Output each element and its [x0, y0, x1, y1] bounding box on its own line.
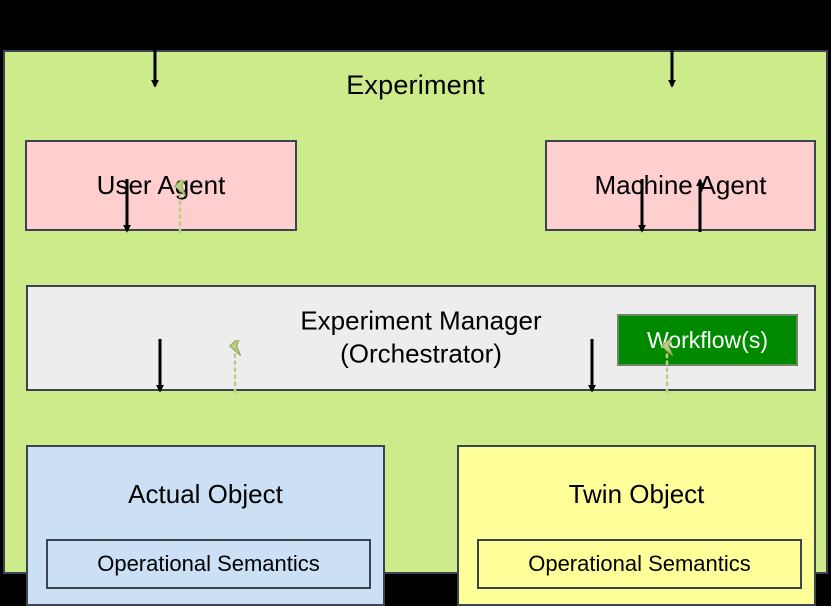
actual-object-operational-semantics-label: Operational Semantics	[97, 551, 320, 576]
actual-object-label: Actual Object	[128, 479, 283, 509]
machine-agent-label: Machine Agent	[594, 170, 767, 200]
actual-object-node[interactable]: Actual Object Operational Semantics	[26, 445, 385, 606]
twin-object-label: Twin Object	[568, 479, 705, 509]
twin-object-operational-semantics-label: Operational Semantics	[528, 551, 751, 576]
experiment-manager-label-line2: (Orchestrator)	[340, 339, 502, 369]
workflow-label: Workflow(s)	[647, 326, 768, 353]
actual-object-operational-semantics-box[interactable]: Operational Semantics	[46, 539, 371, 589]
diagram-canvas: Experiment User Agent Machine Agent Expe…	[3, 50, 828, 606]
twin-object-operational-semantics-box[interactable]: Operational Semantics	[477, 539, 802, 589]
twin-object-node[interactable]: Twin Object Operational Semantics	[457, 445, 816, 606]
experiment-manager-label-line1: Experiment Manager	[300, 305, 542, 336]
experiment-manager-node[interactable]: Experiment Manager (Orchestrator) Workfl…	[26, 285, 816, 391]
experiment-container: Experiment User Agent Machine Agent Expe…	[3, 50, 828, 606]
machine-agent-node[interactable]: Machine Agent	[545, 140, 816, 231]
user-agent-label: User Agent	[96, 170, 226, 200]
user-agent-node[interactable]: User Agent	[25, 140, 297, 231]
workflow-node[interactable]: Workflow(s)	[617, 314, 798, 366]
experiment-manager-labels: Experiment Manager (Orchestrator)	[28, 305, 814, 372]
experiment-title: Experiment	[346, 70, 485, 100]
